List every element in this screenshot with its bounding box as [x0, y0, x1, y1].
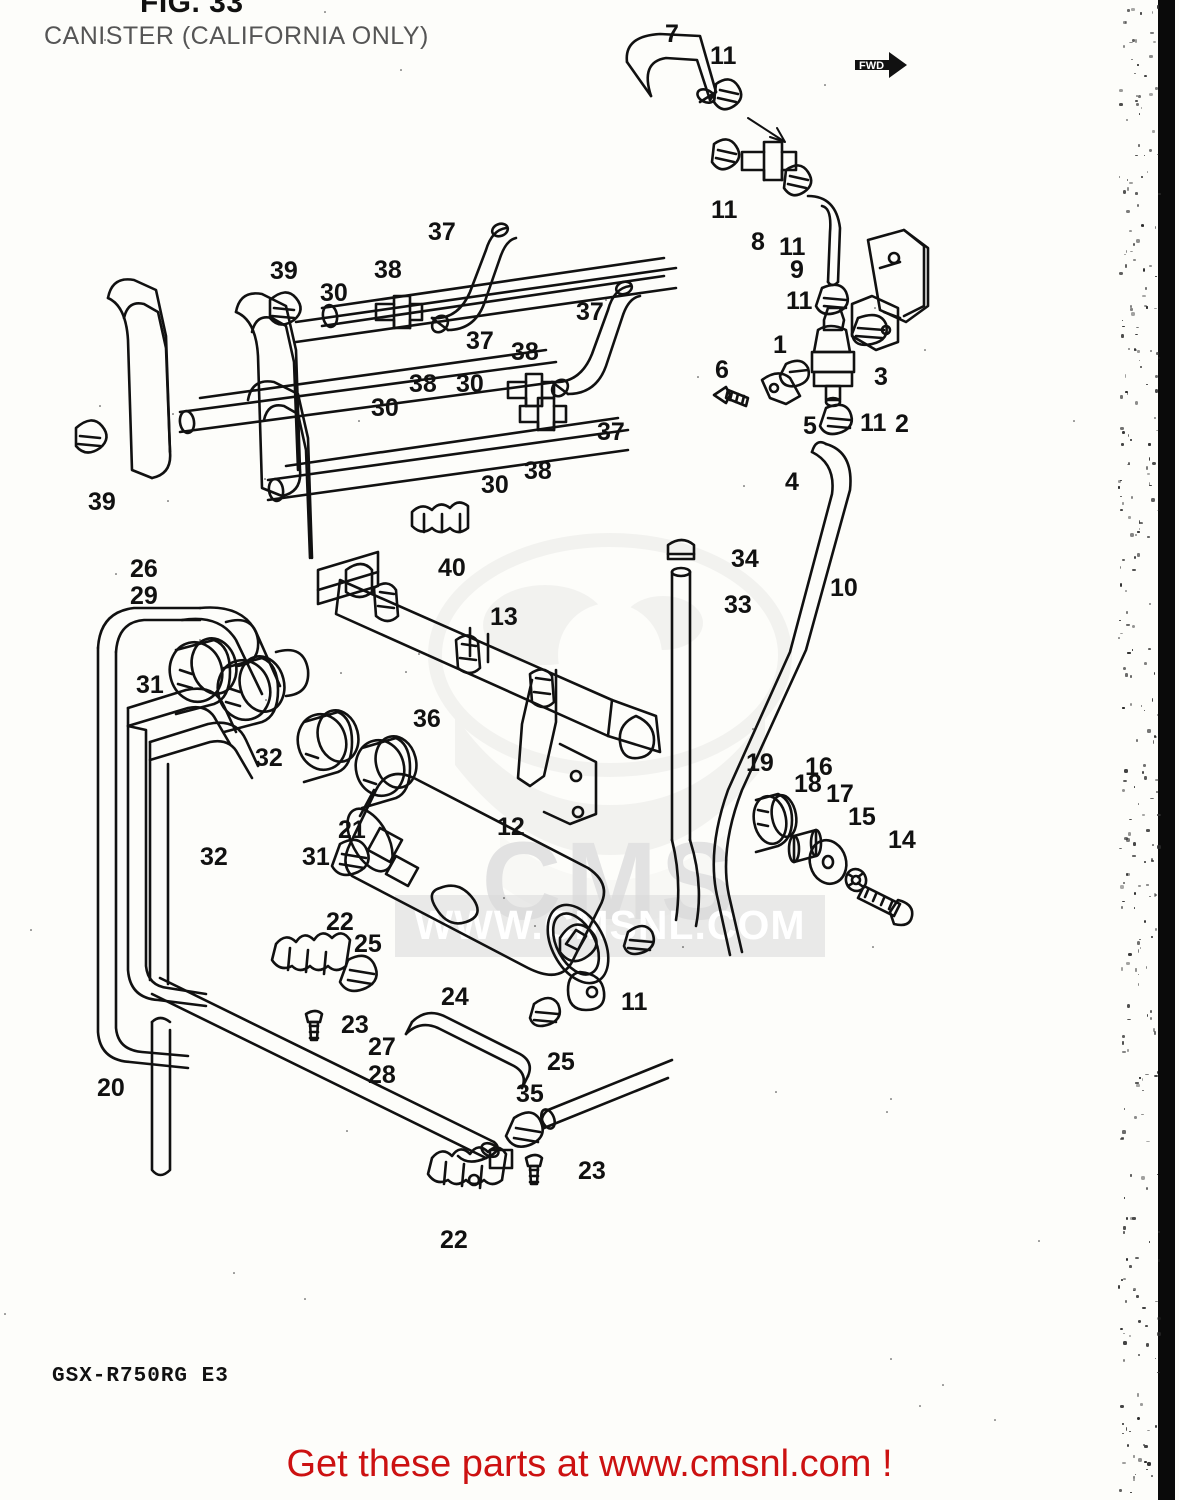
- callout-21: 21: [338, 816, 366, 844]
- callout-38: 38: [409, 370, 437, 398]
- callout-15: 15: [848, 803, 876, 831]
- callout-37: 37: [428, 218, 456, 246]
- callout-38: 38: [374, 256, 402, 284]
- callout-35: 35: [516, 1080, 544, 1108]
- callout-34: 34: [731, 545, 759, 573]
- callout-39: 39: [88, 488, 116, 516]
- callout-8: 8: [751, 228, 765, 256]
- callout-24: 24: [441, 983, 469, 1011]
- callout-30: 30: [456, 370, 484, 398]
- callout-5: 5: [803, 412, 817, 440]
- callout-18: 18: [794, 770, 822, 798]
- scan-edge-margin: [1175, 0, 1179, 1500]
- callout-3: 3: [874, 363, 888, 391]
- figure-title: CANISTER (CALIFORNIA ONLY): [44, 22, 429, 50]
- callout-38: 38: [524, 457, 552, 485]
- callout-31: 31: [136, 671, 164, 699]
- callout-11: 11: [860, 409, 887, 437]
- callout-22: 22: [326, 908, 354, 936]
- callout-11: 11: [710, 42, 737, 70]
- callout-37: 37: [576, 298, 604, 326]
- watermark-band: [395, 895, 825, 957]
- callout-11: 11: [786, 287, 813, 315]
- callout-39: 39: [270, 257, 298, 285]
- callout-23: 23: [578, 1157, 606, 1185]
- callout-25: 25: [354, 930, 382, 958]
- callout-1: 1: [773, 331, 787, 359]
- callout-30: 30: [371, 394, 399, 422]
- callout-20: 20: [97, 1074, 125, 1102]
- callout-33: 33: [724, 591, 752, 619]
- callout-32: 32: [200, 843, 228, 871]
- callout-17: 17: [826, 780, 854, 808]
- callout-36: 36: [413, 705, 441, 733]
- model-code-label: GSX-R750RG E3: [52, 1365, 229, 1388]
- callout-12: 12: [497, 813, 525, 841]
- callout-11: 11: [621, 988, 648, 1016]
- callout-37: 37: [466, 327, 494, 355]
- callout-13: 13: [490, 603, 518, 631]
- figure-number: FIG. 33: [140, 0, 244, 19]
- callout-38: 38: [511, 338, 539, 366]
- svg-text:FWD: FWD: [859, 60, 884, 72]
- scan-edge-band: [1158, 0, 1175, 1500]
- callout-26: 26: [130, 555, 158, 583]
- callout-16: 16: [805, 753, 833, 781]
- callout-14: 14: [888, 826, 916, 854]
- callout-30: 30: [320, 279, 348, 307]
- callout-11: 11: [711, 196, 738, 224]
- callout-23: 23: [341, 1011, 369, 1039]
- callout-11: 11: [779, 233, 806, 261]
- callout-25: 25: [547, 1048, 575, 1076]
- callout-9: 9: [790, 256, 804, 284]
- callout-40: 40: [438, 554, 466, 582]
- callout-2: 2: [895, 410, 909, 438]
- callout-27: 27: [368, 1033, 396, 1061]
- fwd-direction-icon: FWD: [855, 52, 907, 78]
- callout-31: 31: [302, 843, 330, 871]
- callout-6: 6: [715, 356, 729, 384]
- callout-32: 32: [255, 744, 283, 772]
- callout-7: 7: [665, 20, 679, 48]
- callout-22: 22: [440, 1226, 468, 1254]
- callout-29: 29: [130, 582, 158, 610]
- callout-28: 28: [368, 1061, 396, 1089]
- callout-30: 30: [481, 471, 509, 499]
- callout-19: 19: [746, 749, 774, 777]
- callout-10: 10: [830, 574, 858, 602]
- callout-37: 37: [597, 418, 625, 446]
- promo-banner: Get these parts at www.cmsnl.com !: [286, 1443, 893, 1485]
- callout-4: 4: [785, 468, 799, 496]
